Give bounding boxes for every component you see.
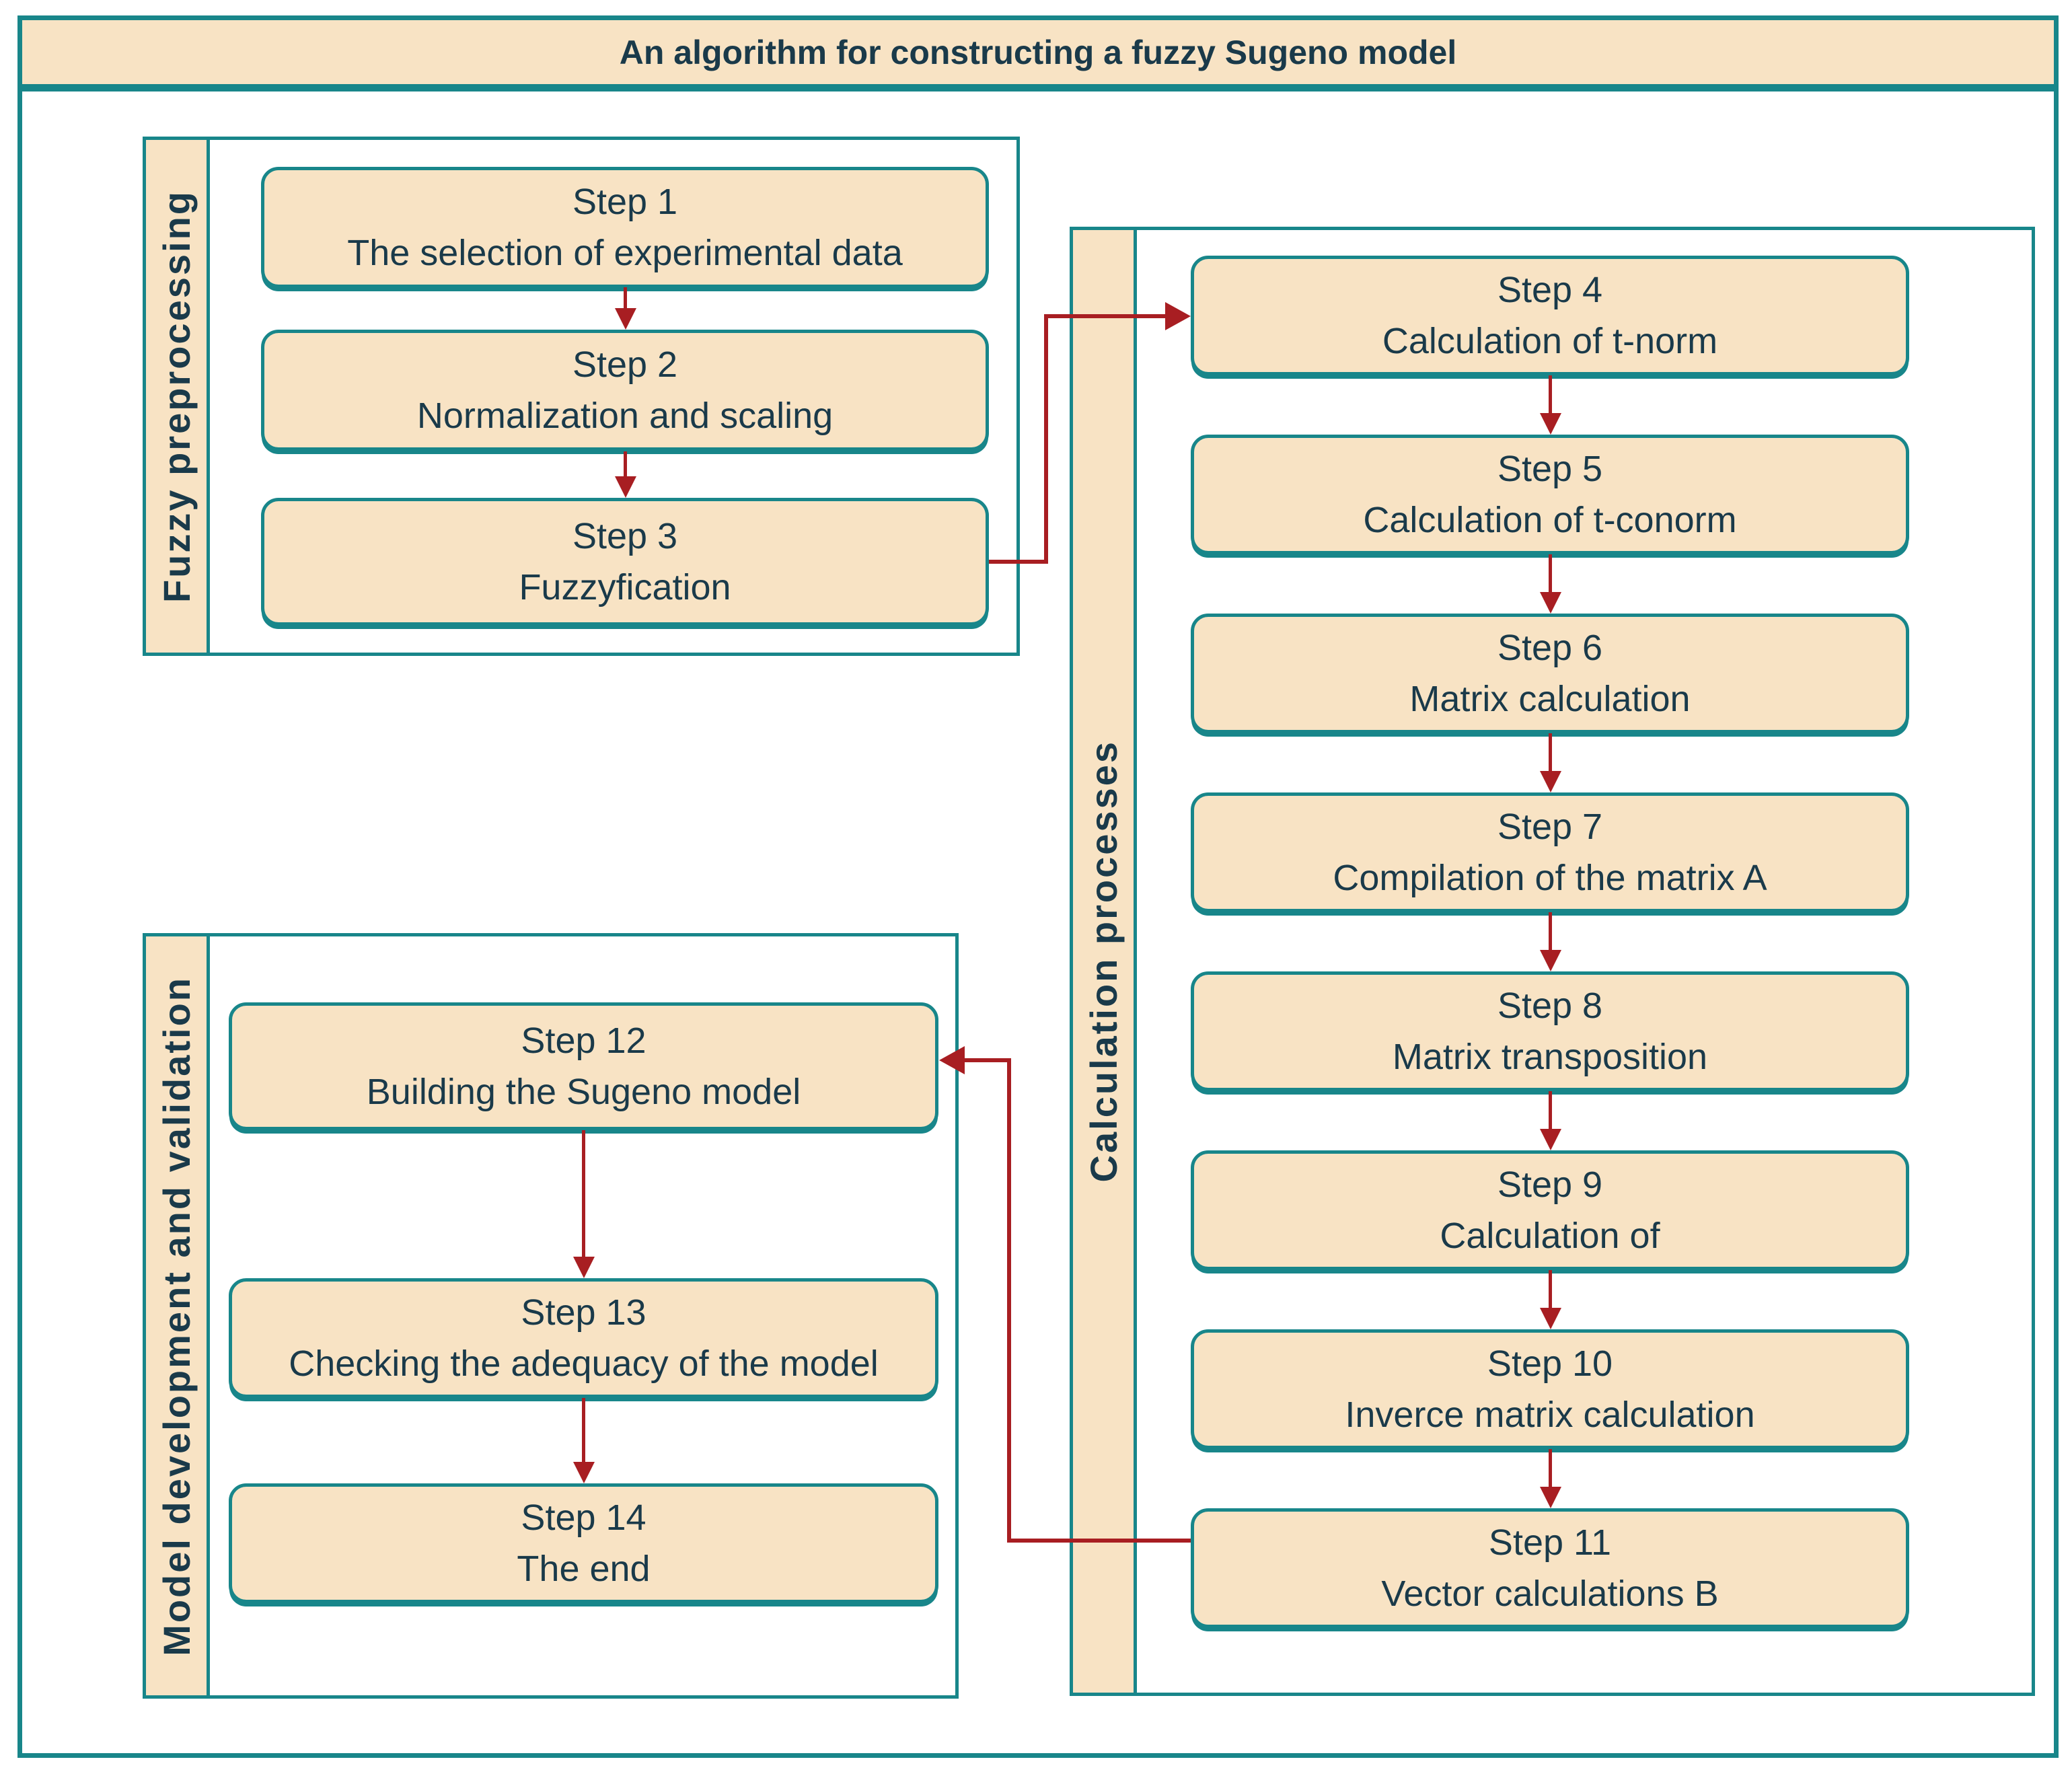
step-14-title: Step 14 (521, 1498, 646, 1538)
arrow-step4-step5 (1549, 375, 1552, 414)
step-6-desc: Matrix calculation (1409, 679, 1691, 719)
group-calculation-processes-label: Calculation processes (1082, 740, 1125, 1183)
arrow-step8-step9 (1549, 1091, 1552, 1130)
step-7-box: Step 7 Compilation of the matrix A (1191, 792, 1909, 912)
connector-step3-step4-segment-up (1044, 314, 1048, 564)
group-calculation-processes-label-strip: Calculation processes (1073, 230, 1137, 1693)
diagram-title: An algorithm for constructing a fuzzy Su… (619, 33, 1457, 71)
step-14-desc: The end (517, 1549, 651, 1589)
arrow-step13-step14 (582, 1398, 585, 1463)
step-4-desc: Calculation of t-norm (1382, 321, 1718, 361)
step-2-box: Step 2 Normalization and scaling (261, 330, 989, 451)
group-model-development-label: Model development and validation (155, 975, 198, 1656)
step-3-desc: Fuzzyfication (519, 567, 731, 607)
arrow-step12-step13 (582, 1130, 585, 1258)
step-4-title: Step 4 (1497, 270, 1603, 310)
step-13-box: Step 13 Checking the adequacy of the mod… (229, 1278, 938, 1398)
step-13-title: Step 13 (521, 1292, 646, 1333)
step-2-desc: Normalization and scaling (416, 396, 834, 436)
step-11-title: Step 11 (1488, 1522, 1612, 1563)
step-14-box: Step 14 The end (229, 1483, 938, 1603)
step-1-box: Step 1 The selection of experimental dat… (261, 167, 989, 288)
step-3-title: Step 3 (572, 516, 678, 556)
step-10-title: Step 10 (1487, 1343, 1613, 1384)
step-9-title: Step 9 (1497, 1165, 1603, 1205)
connector-step3-step4-arrowhead-icon (1165, 302, 1191, 330)
connector-step11-step12-segment-out (1007, 1539, 1191, 1543)
arrow-step10-step11 (1549, 1449, 1552, 1488)
step-10-desc: Inverce matrix calculation (1345, 1395, 1755, 1435)
arrow-step7-step8 (1549, 912, 1552, 951)
step-3-box: Step 3 Fuzzyfication (261, 498, 989, 626)
step-8-desc: Matrix transposition (1392, 1037, 1708, 1077)
step-12-desc: Building the Sugeno model (366, 1072, 801, 1112)
step-8-title: Step 8 (1497, 986, 1603, 1026)
step-5-title: Step 5 (1497, 449, 1603, 489)
connector-step11-step12-arrowhead-icon (939, 1046, 965, 1074)
arrow-step5-step6 (1549, 554, 1552, 593)
arrow-step2-step3 (624, 451, 627, 478)
group-model-development-label-strip: Model development and validation (146, 936, 210, 1695)
step-7-title: Step 7 (1497, 807, 1603, 847)
group-fuzzy-preprocessing-label-strip: Fuzzy preprocessing (146, 140, 210, 653)
arrow-step9-step10 (1549, 1270, 1552, 1309)
step-1-desc: The selection of experimental data (347, 233, 903, 273)
step-5-desc: Calculation of t-conorm (1363, 500, 1737, 540)
step-5-box: Step 5 Calculation of t-conorm (1191, 435, 1909, 554)
arrow-step1-step2 (624, 287, 627, 309)
step-8-box: Step 8 Matrix transposition (1191, 971, 1909, 1091)
group-fuzzy-preprocessing-label: Fuzzy preprocessing (155, 189, 198, 603)
connector-step3-step4-segment-in (1044, 314, 1168, 318)
diagram-title-bar: An algorithm for constructing a fuzzy Su… (17, 15, 2059, 89)
step-9-desc: Calculation of (1440, 1216, 1660, 1256)
arrow-step6-step7 (1549, 733, 1552, 772)
step-12-box: Step 12 Building the Sugeno model (229, 1002, 938, 1130)
step-10-box: Step 10 Inverce matrix calculation (1191, 1329, 1909, 1449)
step-11-box: Step 11 Vector calculations B (1191, 1508, 1909, 1628)
step-6-box: Step 6 Matrix calculation (1191, 614, 1909, 733)
step-7-desc: Compilation of the matrix A (1333, 858, 1767, 898)
connector-step11-step12-segment-up (1007, 1058, 1011, 1543)
connector-step11-step12-segment-in (965, 1058, 1011, 1062)
step-6-title: Step 6 (1497, 628, 1603, 668)
step-12-title: Step 12 (521, 1021, 646, 1061)
step-13-desc: Checking the adequacy of the model (289, 1343, 879, 1384)
step-4-box: Step 4 Calculation of t-norm (1191, 256, 1909, 375)
step-11-desc: Vector calculations B (1381, 1574, 1719, 1614)
step-2-title: Step 2 (572, 344, 678, 385)
connector-step3-step4-segment-out (989, 560, 1048, 564)
step-1-title: Step 1 (572, 182, 678, 222)
step-9-box: Step 9 Calculation of (1191, 1150, 1909, 1270)
